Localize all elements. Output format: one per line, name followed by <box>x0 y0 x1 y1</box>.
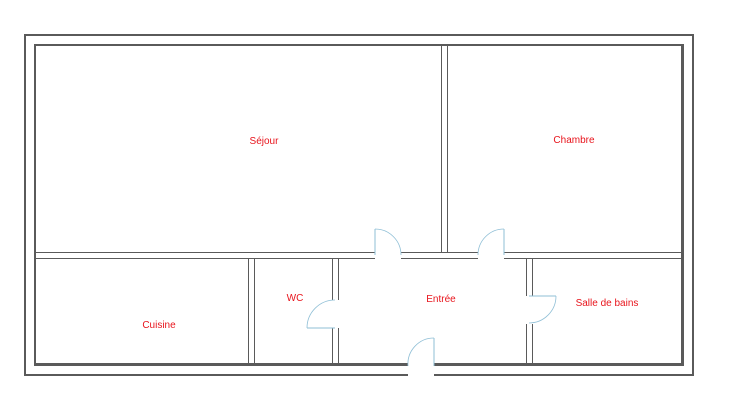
label-chambre: Chambre <box>553 135 595 146</box>
room-cuisine <box>36 259 248 363</box>
wall-cores <box>26 36 692 374</box>
door-wc[interactable] <box>306 299 336 329</box>
door-openings <box>330 250 534 378</box>
door-chambre[interactable] <box>477 228 505 256</box>
room-entree <box>339 259 526 363</box>
label-wc: WC <box>287 293 304 304</box>
door-entree[interactable] <box>407 337 435 367</box>
room-interiors <box>36 46 681 363</box>
room-sejour <box>36 46 441 252</box>
door-sejour[interactable] <box>374 228 402 256</box>
label-entree: Entrée <box>426 294 456 305</box>
label-salle-de-bains: Salle de bains <box>576 298 639 309</box>
label-sejour: Séjour <box>250 136 280 147</box>
room-wc <box>255 259 332 363</box>
room-chambre <box>448 46 681 252</box>
room-salle-de-bains <box>533 259 681 363</box>
label-cuisine: Cuisine <box>142 320 176 331</box>
door-salle-de-bains[interactable] <box>528 295 557 324</box>
